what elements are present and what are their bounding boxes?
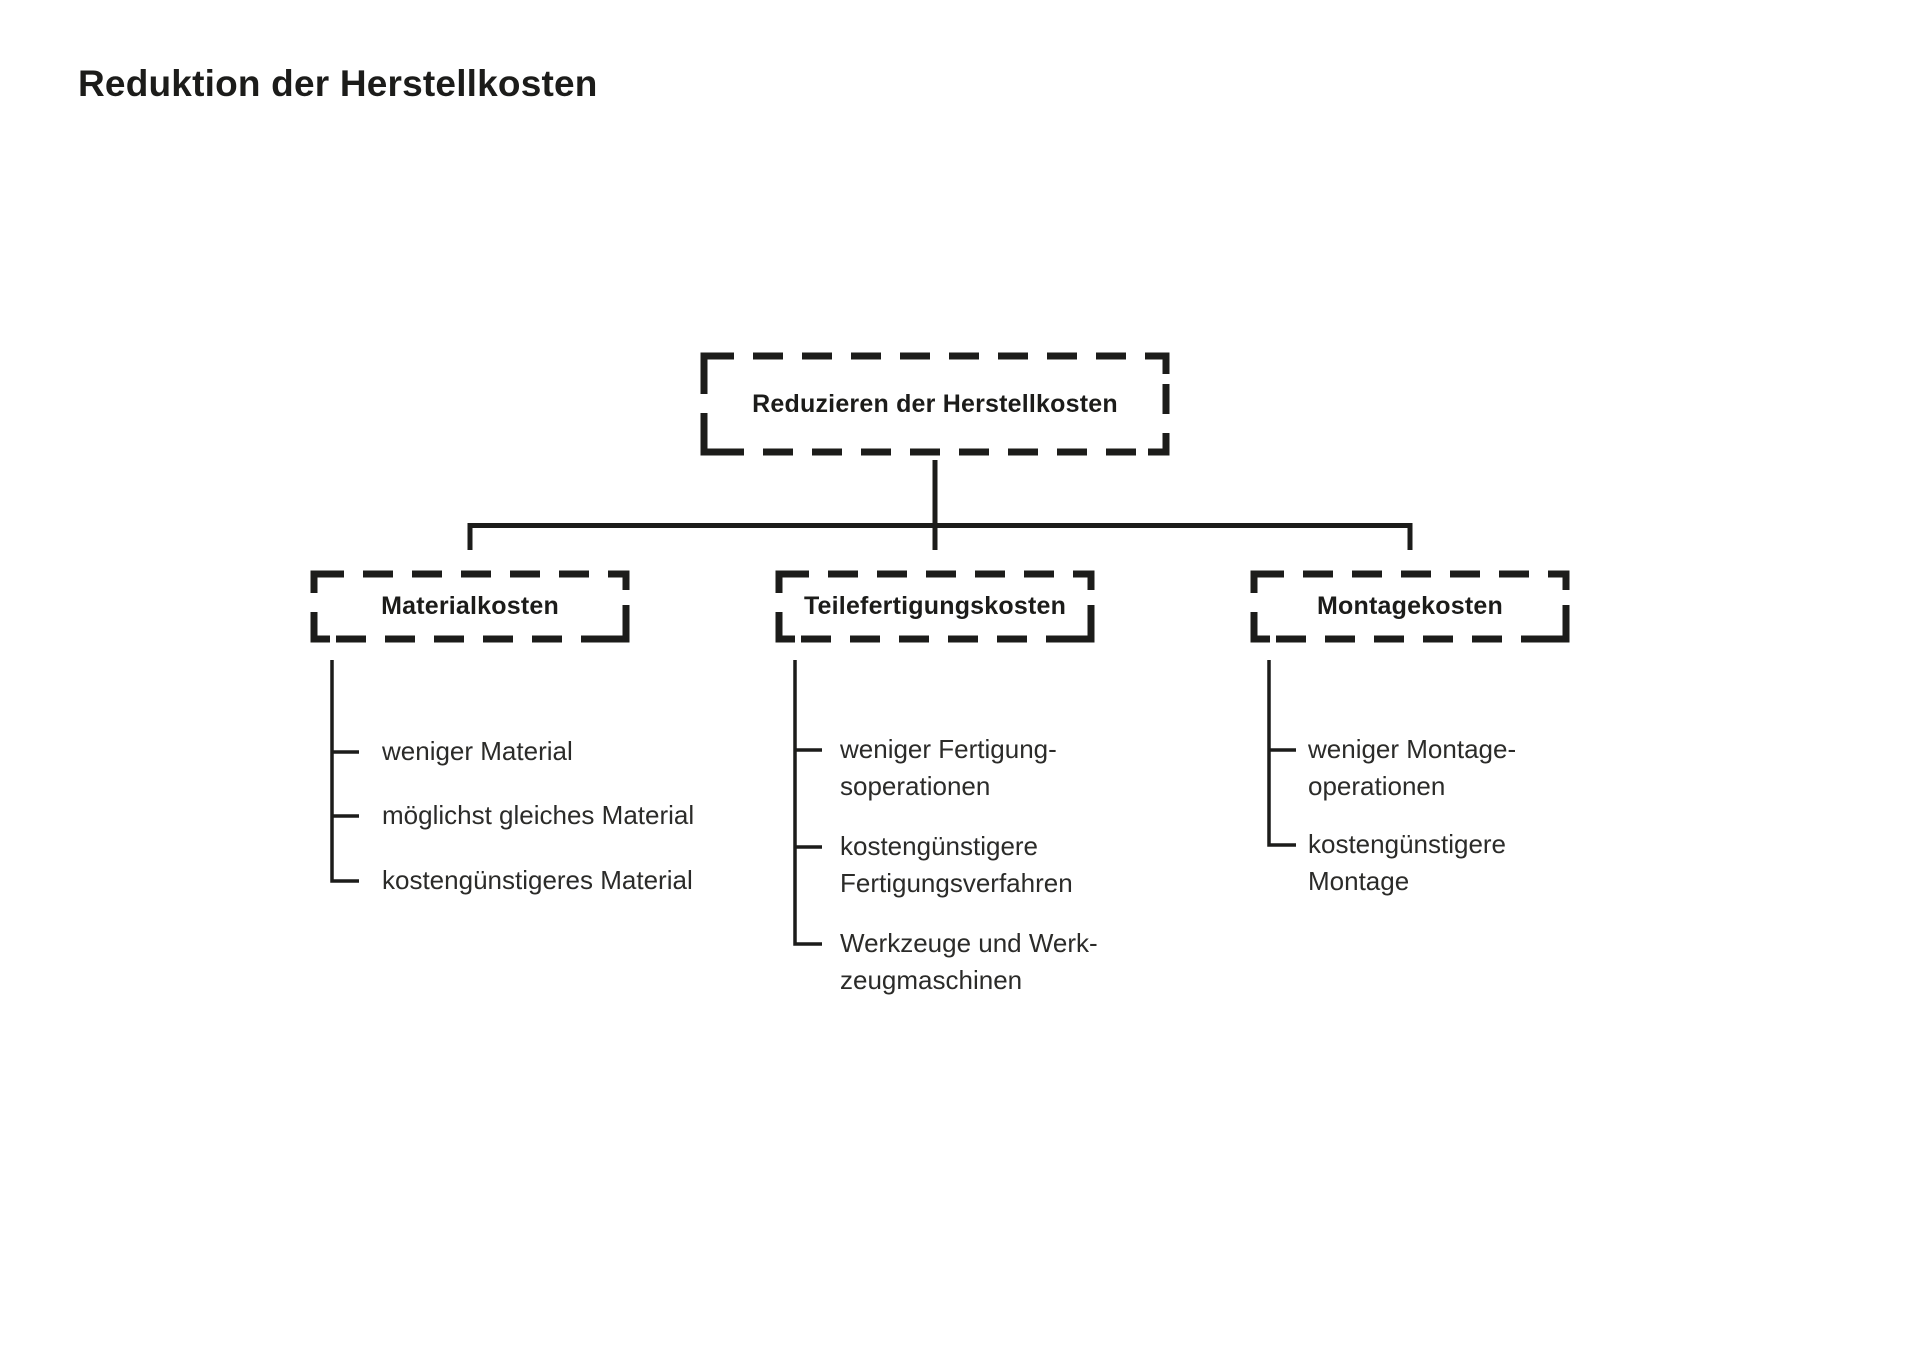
dashed-border xyxy=(310,570,630,643)
branch-node-materialkosten: Materialkosten xyxy=(310,570,630,643)
leaf-item-weniger-material: weniger Material xyxy=(382,736,573,766)
dashed-border xyxy=(700,352,1170,456)
page-title: Reduktion der Herstellkosten xyxy=(78,63,598,104)
leaf-item-gleiches-material: möglichst gleiches Material xyxy=(382,800,695,830)
branch-node-teilefertigungskosten: Teilefertigungskosten xyxy=(775,570,1095,643)
leaf-item-weniger-montageoperationen: weniger Montage- operationen xyxy=(1308,734,1517,801)
dashed-border xyxy=(775,570,1095,643)
branch-node-label: Montagekosten xyxy=(1317,592,1503,620)
leaf-item-kostenguenstigere-fertigungsverfahren: kostengünstigere Fertigungsverfahren xyxy=(840,831,1073,898)
bracket-materialkosten xyxy=(330,660,359,883)
branch-node-label: Materialkosten xyxy=(381,592,559,620)
branch-node-montagekosten: Montagekosten xyxy=(1250,570,1570,643)
bracket-montagekosten xyxy=(1267,660,1296,847)
dashed-border xyxy=(1250,570,1570,643)
root-node-label: Reduzieren der Herstellkosten xyxy=(752,389,1118,418)
leaf-item-werkzeuge-werkzeugmaschinen: Werkzeuge und Werk- zeugmaschinen xyxy=(840,928,1098,995)
leaf-item-kostenguenstigeres-material: kostengünstigeres Material xyxy=(382,865,693,895)
root-node-box: Reduzieren der Herstellkosten xyxy=(700,352,1170,456)
branch-bar-line xyxy=(467,523,1413,550)
leaf-item-weniger-fertigungsoperationen: weniger Fertigung- soperationen xyxy=(840,734,1057,801)
leaf-item-kostenguenstigere-montage: kostengünstigere Montage xyxy=(1308,829,1507,896)
bracket-teilefertigungskosten xyxy=(793,660,822,946)
branch-node-label: Teilefertigungskosten xyxy=(803,592,1067,620)
